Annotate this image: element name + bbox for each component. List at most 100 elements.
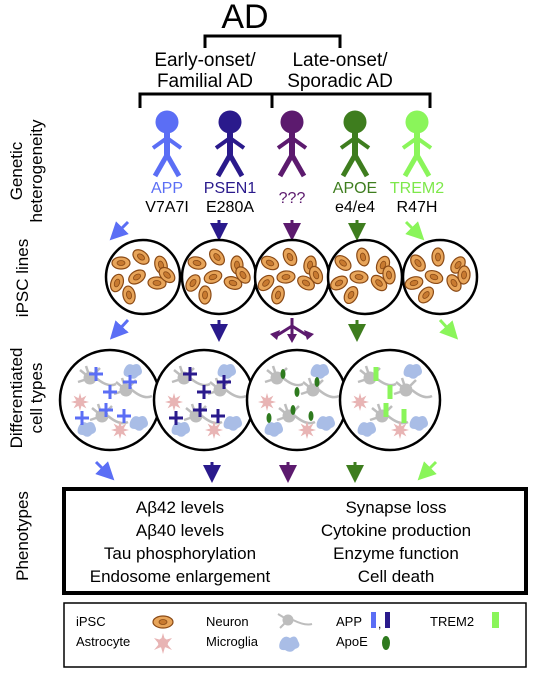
phenotype-abeta40: Aβ40 levels [136, 521, 224, 540]
app-marker [169, 411, 183, 425]
ipsc-cell [209, 248, 225, 266]
variant-label-apoe: e4/e4 [335, 199, 375, 216]
microglia-cell [316, 416, 335, 431]
early-onset-label-1: Early-onset/ [154, 50, 256, 71]
app-marker [183, 367, 197, 381]
phenotypes-box [62, 487, 528, 595]
row-label-ipsc: iPSC lines [13, 239, 32, 317]
ipsc-cell [370, 274, 388, 292]
phenotype-tau: Tau phosphorylation [104, 544, 256, 563]
legend-neuron-icon [277, 613, 313, 629]
person-icon-2 [214, 110, 246, 178]
phenotype-cell-death: Cell death [358, 567, 435, 586]
microglia-cell [129, 416, 148, 431]
ipsc-cell [158, 266, 176, 284]
ipsc-cell [276, 270, 296, 284]
differentiated-circle-2 [152, 348, 256, 452]
ipsc-cell [382, 265, 396, 285]
astrocyte-cell [391, 421, 409, 439]
row-label-diff-1: Differentiated [7, 348, 26, 449]
arrows-to-phenotypes [94, 460, 438, 483]
app-marker [75, 411, 89, 425]
variant-label-app: V7A7I [145, 199, 189, 216]
astrocyte-cell [111, 421, 129, 439]
apoe-marker [266, 413, 272, 423]
apoe-marker [308, 411, 314, 421]
legend-app-label: APP [336, 614, 362, 629]
legend-trem2-icon [492, 612, 499, 628]
row-label-genetic-2: heterogeneity [27, 119, 46, 223]
legend-neuron-label: Neuron [206, 614, 249, 629]
microglia-cell [357, 422, 376, 437]
group-brackets [138, 92, 432, 108]
ipsc-cell [203, 270, 223, 284]
legend-astrocyte-icon [154, 633, 172, 654]
astrocyte-cell [165, 393, 183, 411]
astrocyte-cell [71, 393, 89, 411]
person-icon-1 [151, 110, 183, 178]
ipsc-cell [343, 285, 359, 305]
arrows-to-diff [109, 318, 459, 343]
differentiated-circle-4 [338, 348, 442, 452]
microglia-cell [77, 422, 96, 437]
ipsc-cell [111, 256, 131, 270]
microglia-cell [223, 416, 242, 431]
gene-label-app: APP [151, 180, 183, 197]
person-icon-4 [339, 110, 371, 178]
legend-microglia-label: Microglia [206, 634, 259, 649]
ipsc-cell [356, 247, 370, 267]
ipsc-cell [297, 275, 315, 291]
trem2-marker [383, 403, 389, 417]
ipsc-line-5 [401, 238, 479, 316]
ipsc-cell [349, 270, 369, 284]
differentiated-circle-1 [58, 348, 162, 452]
arrow-unknown-diff-split [270, 318, 314, 343]
app-marker [123, 375, 137, 389]
ipsc-cell [187, 256, 207, 270]
ipsc-line-3 [253, 238, 331, 316]
ipsc-line-2 [180, 238, 258, 316]
person-icon-3 [276, 110, 308, 178]
ipsc-cell [431, 247, 445, 267]
legend-app-icon: , [371, 612, 390, 631]
phenotypes-left: Aβ42 levels Aβ40 levels Tau phosphorylat… [90, 498, 271, 586]
arrow-app-ipsc [109, 220, 130, 241]
neuron-cell [357, 365, 397, 387]
phenotype-enzyme: Enzyme function [333, 544, 459, 563]
neuron-cell [393, 377, 433, 399]
person-icon-5 [401, 110, 433, 178]
app-marker [99, 403, 113, 417]
neuron-cell [264, 365, 304, 387]
phenotype-cytokine: Cytokine production [321, 521, 471, 540]
gene-label-psen1: PSEN1 [204, 180, 257, 197]
app-marker [193, 403, 207, 417]
ipsc-cell [330, 275, 348, 291]
app-marker [211, 409, 225, 423]
astrocyte-cell [205, 421, 223, 439]
ipsc-cell [334, 255, 352, 271]
legend-ipsc-label: iPSC [76, 614, 106, 629]
row-label-diff-2: cell types [27, 363, 46, 434]
neuron-cell [171, 365, 211, 387]
ipsc-cell [282, 247, 298, 267]
legend-astrocyte-label: Astrocyte [76, 634, 130, 649]
apoe-marker [280, 369, 286, 379]
ipsc-cell [457, 265, 471, 285]
ipsc-cell [446, 274, 462, 292]
patient-figures [151, 110, 433, 178]
ipsc-cell [122, 285, 136, 305]
ipsc-cell [185, 274, 201, 292]
legend: iPSC Astrocyte Neuron Microglia APP , Ap… [76, 612, 499, 654]
gene-labels: APP V7A7I PSEN1 E280A ??? APOE e4/e4 TRE… [145, 180, 444, 216]
trem2-marker [387, 385, 393, 399]
ipsc-cell [404, 276, 424, 290]
ipsc-cell [257, 274, 275, 292]
trem2-marker [401, 409, 407, 423]
legend-box [63, 602, 527, 668]
title: AD [221, 0, 268, 36]
ipsc-cell [410, 254, 426, 272]
microglia-cell [403, 364, 422, 379]
microglia-cell [123, 364, 142, 379]
arrow-app-diff [109, 318, 130, 340]
app-marker [117, 409, 131, 423]
